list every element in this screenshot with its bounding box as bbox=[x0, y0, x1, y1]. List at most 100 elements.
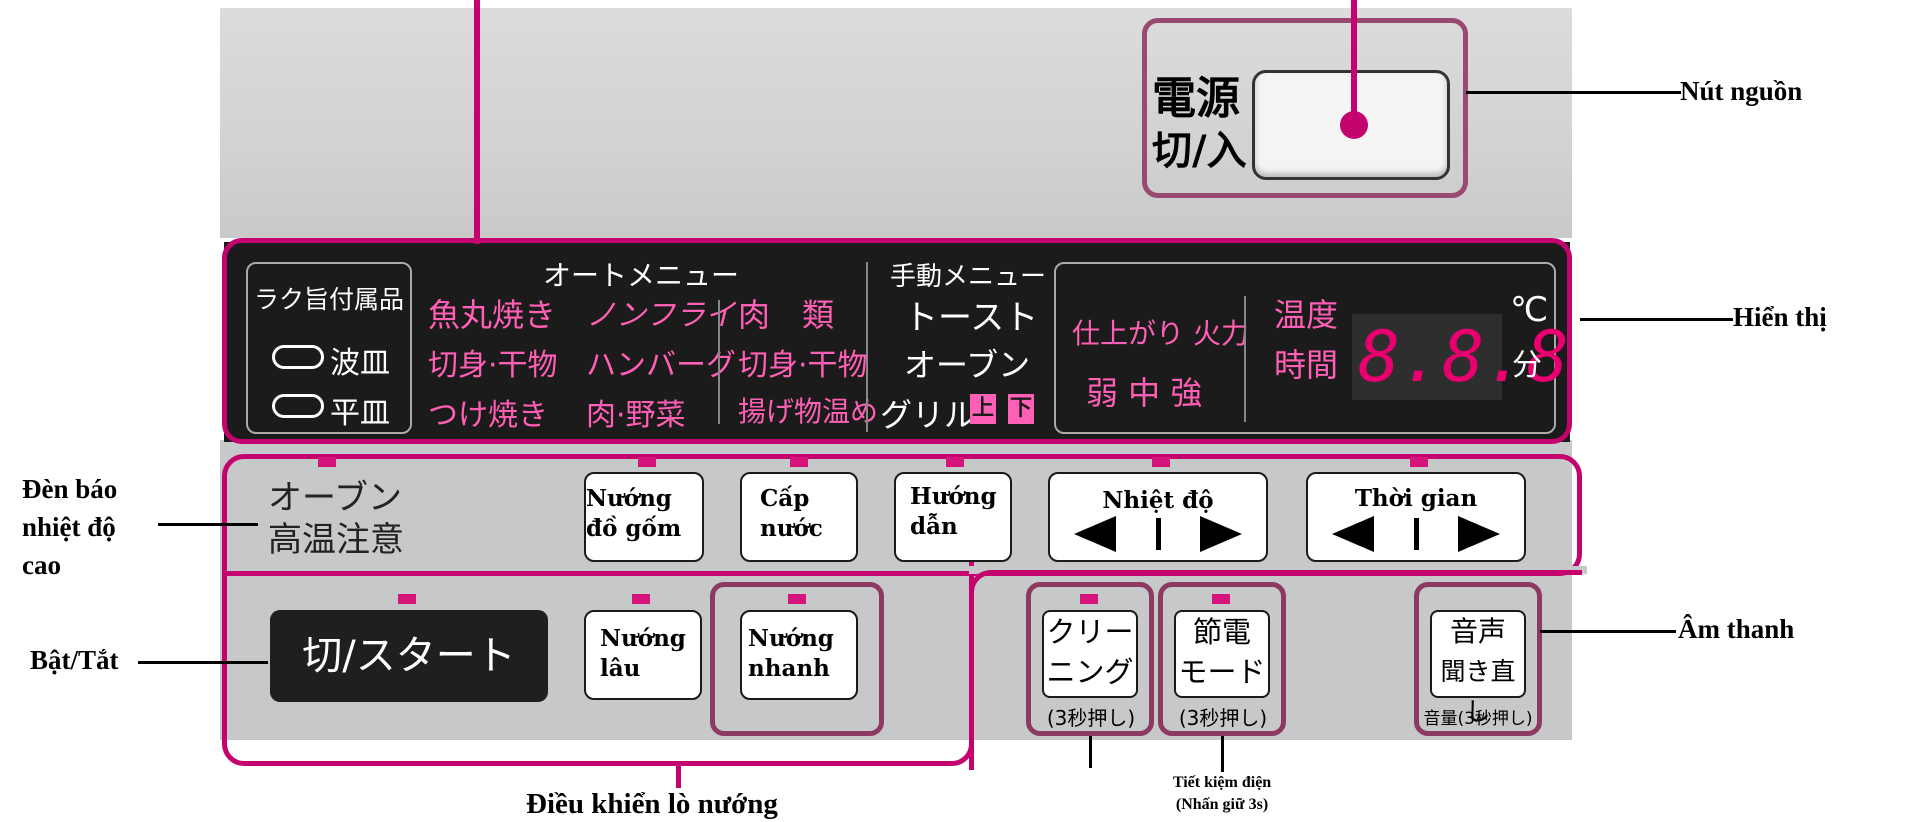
oven-controls-leader bbox=[676, 764, 681, 788]
accessories-box bbox=[246, 262, 412, 434]
fast-roast-button[interactable]: Nướng nhanh bbox=[740, 610, 858, 700]
manual-oven: オーブン bbox=[904, 346, 1031, 384]
accessories-title: ラク旨付属品 bbox=[254, 285, 405, 314]
oven-warning-label-1: Đèn báo bbox=[22, 474, 118, 504]
water-line2: nước bbox=[760, 515, 823, 542]
time-right-arrow-icon[interactable] bbox=[1458, 516, 1500, 552]
grill-upper-badge: 上 bbox=[970, 394, 996, 424]
time-indicator bbox=[1410, 457, 1428, 467]
start-indicator bbox=[398, 594, 416, 604]
cleaning-indicator bbox=[1080, 594, 1098, 604]
fast-indicator bbox=[788, 594, 806, 604]
grill-lower-badge: 下 bbox=[1008, 394, 1034, 424]
slow-line1: Nướng bbox=[600, 625, 686, 652]
oven-controls-highlight-top bbox=[222, 454, 1582, 576]
temperature-label: 温度 bbox=[1274, 296, 1339, 334]
manual-toast: トースト bbox=[904, 298, 1039, 338]
slow-indicator bbox=[632, 594, 650, 604]
auto-col1-item1: 魚丸焼き bbox=[428, 296, 557, 334]
guide-line2: dẫn bbox=[910, 513, 958, 540]
oven-controls-highlight-divider bbox=[1004, 570, 1582, 575]
eco-indicator bbox=[1212, 594, 1230, 604]
display-label: Hiển thị bbox=[1733, 302, 1827, 332]
ceramic-line2: đồ gốm bbox=[586, 515, 682, 542]
fast-line1: Nướng bbox=[748, 625, 834, 652]
eco-mode-button[interactable]: 節電 モード bbox=[1174, 610, 1270, 698]
eco-line2: モード bbox=[1178, 655, 1266, 689]
oven-controls-label: Điều khiển lò nướng bbox=[526, 788, 778, 820]
manual-grill: グリル bbox=[880, 396, 977, 434]
settings-box bbox=[1054, 262, 1556, 434]
voice-hold-note: 音量(3秒押し) bbox=[1423, 709, 1533, 729]
start-label: Bật/Tắt bbox=[30, 645, 119, 675]
time-separator bbox=[1414, 518, 1419, 550]
cleaning-callout-line bbox=[1089, 736, 1092, 768]
oven-warning-callout-line bbox=[158, 523, 258, 526]
unit-celsius: ℃ bbox=[1510, 290, 1549, 330]
slow-roast-button[interactable]: Nướng lâu bbox=[584, 610, 702, 700]
power-kanji-top: 電源 bbox=[1152, 73, 1240, 124]
auto-col2-item2: ハンバーグ bbox=[586, 348, 736, 383]
temperature-left-arrow-icon[interactable] bbox=[1074, 516, 1116, 552]
voice-label: Âm thanh bbox=[1678, 614, 1795, 644]
start-callout-line bbox=[138, 661, 268, 664]
heat-levels: 弱 中 強 bbox=[1086, 374, 1203, 412]
oven-warning-indicator bbox=[318, 457, 336, 467]
ceramic-line1: Nướng bbox=[586, 485, 672, 512]
oven-warning-jp-line2: 高温注意 bbox=[268, 520, 404, 560]
auto-col1-item2: 切身·干物 bbox=[428, 348, 558, 383]
ceramic-indicator bbox=[638, 457, 656, 467]
water-button[interactable]: Cấp nước bbox=[740, 472, 858, 562]
auto-menu-divider bbox=[718, 300, 720, 424]
power-label: Nút nguồn bbox=[1680, 76, 1803, 106]
time-control-label: Thời gian bbox=[1354, 485, 1478, 512]
power-callout-line bbox=[1466, 91, 1681, 94]
power-dot bbox=[1340, 111, 1368, 139]
eco-hold-note: (3秒押し) bbox=[1178, 706, 1268, 730]
auto-menu-title: オートメニュー bbox=[543, 259, 740, 292]
time-label: 時間 bbox=[1274, 346, 1339, 384]
water-indicator bbox=[790, 457, 808, 467]
auto-col3-item1: 肉 類 bbox=[738, 296, 835, 334]
guide-button[interactable]: Hướng dẫn bbox=[894, 472, 1012, 562]
oven-controls-highlight-corner bbox=[969, 570, 1009, 770]
power-kanji-bottom: 切/入 bbox=[1152, 128, 1247, 174]
auto-col2-item3: 肉·野菜 bbox=[586, 398, 686, 433]
guide-indicator bbox=[946, 457, 964, 467]
flat-dish-label: 平皿 bbox=[330, 396, 390, 431]
unit-minute: 分 bbox=[1512, 348, 1542, 383]
auto-col1-item3: つけ焼き bbox=[428, 398, 548, 433]
temperature-indicator bbox=[1152, 457, 1170, 467]
voice-line1: 音声 bbox=[1449, 615, 1506, 648]
segment-display-bg bbox=[1352, 314, 1502, 400]
eco-label-line1: Tiết kiệm điện bbox=[1172, 774, 1272, 791]
temperature-right-arrow-icon[interactable] bbox=[1200, 516, 1242, 552]
voice-replay-button[interactable]: 音声 聞き直し bbox=[1430, 610, 1526, 726]
segment-readout: 8.8.8 bbox=[1358, 316, 1569, 398]
wave-dish-icon bbox=[272, 345, 324, 369]
temperature-control-label: Nhiệt độ bbox=[1102, 487, 1214, 514]
finish-heat-label: 仕上がり 火力 bbox=[1072, 317, 1249, 350]
display-callout-line bbox=[1580, 318, 1733, 321]
voice-line2: 聞き直し bbox=[1440, 657, 1516, 726]
time-control: Thời gian bbox=[1306, 472, 1526, 562]
eco-highlight bbox=[1158, 582, 1286, 736]
top-leader-line bbox=[474, 0, 480, 244]
display-highlight bbox=[222, 238, 1572, 444]
cleaning-line1: クリー bbox=[1046, 615, 1134, 649]
oven-warning-jp-line1: オーブン bbox=[268, 478, 402, 518]
power-highlight bbox=[1142, 18, 1468, 198]
start-stop-button[interactable]: 切/スタート bbox=[270, 610, 548, 702]
settings-divider bbox=[1244, 296, 1246, 422]
slow-line2: lâu bbox=[600, 655, 641, 682]
time-left-arrow-icon[interactable] bbox=[1332, 516, 1374, 552]
cleaning-hold-note: (3秒押し) bbox=[1046, 706, 1136, 730]
oven-warning-label-3: cao bbox=[22, 550, 61, 580]
voice-highlight bbox=[1414, 582, 1542, 736]
cleaning-button[interactable]: クリー ニング bbox=[1042, 610, 1138, 698]
oven-warning-label-2: nhiệt độ bbox=[22, 512, 116, 542]
power-leader-line bbox=[1351, 0, 1357, 124]
cleaning-highlight bbox=[1026, 582, 1154, 736]
display-panel bbox=[224, 242, 1570, 442]
ceramic-button[interactable]: Nướng đồ gốm bbox=[584, 472, 704, 562]
